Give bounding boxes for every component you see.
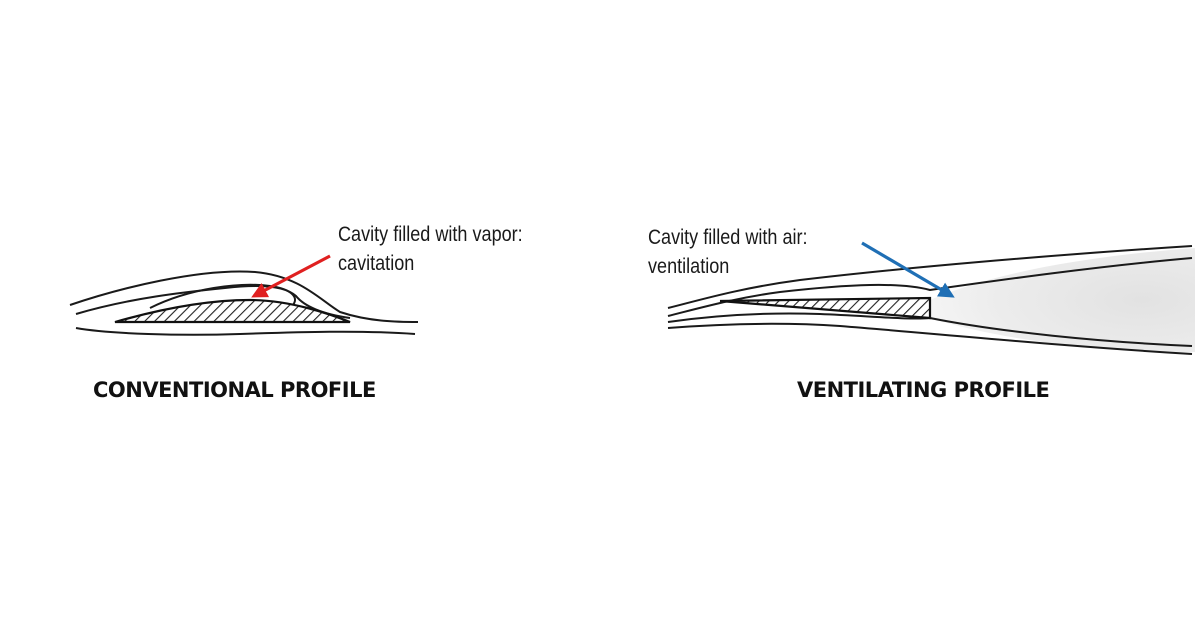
cavitation-annotation-line2: cavitation bbox=[338, 252, 415, 275]
conventional-profile-drawing bbox=[69, 270, 419, 336]
vent-streamline-bottom-outer bbox=[667, 322, 1193, 355]
ventilation-annotation-line2: ventilation bbox=[648, 255, 730, 278]
cavitation-annotation-line1: Cavity filled with vapor: bbox=[338, 223, 523, 246]
conventional-profile-label: CONVENTIONAL PROFILE bbox=[93, 378, 376, 402]
air-arrow bbox=[861, 241, 955, 298]
air-cavity bbox=[930, 248, 1195, 352]
vapor-arrow bbox=[251, 254, 331, 298]
conventional-foil bbox=[114, 298, 351, 324]
ventilating-profile-label: VENTILATING PROFILE bbox=[797, 378, 1050, 402]
ventilation-annotation: Cavity filled with air: ventilation bbox=[648, 223, 808, 281]
ventilating-profile-drawing bbox=[667, 245, 1195, 355]
ventilating-foil bbox=[719, 296, 932, 320]
streamline-bottom bbox=[75, 327, 416, 336]
vent-streamline-top-outer bbox=[667, 245, 1193, 309]
cavitation-annotation: Cavity filled with vapor: cavitation bbox=[338, 220, 523, 278]
streamline-top-inner bbox=[75, 285, 351, 319]
vent-streamline-bottom-inner bbox=[667, 312, 1193, 347]
ventilation-annotation-line1: Cavity filled with air: bbox=[648, 226, 808, 249]
